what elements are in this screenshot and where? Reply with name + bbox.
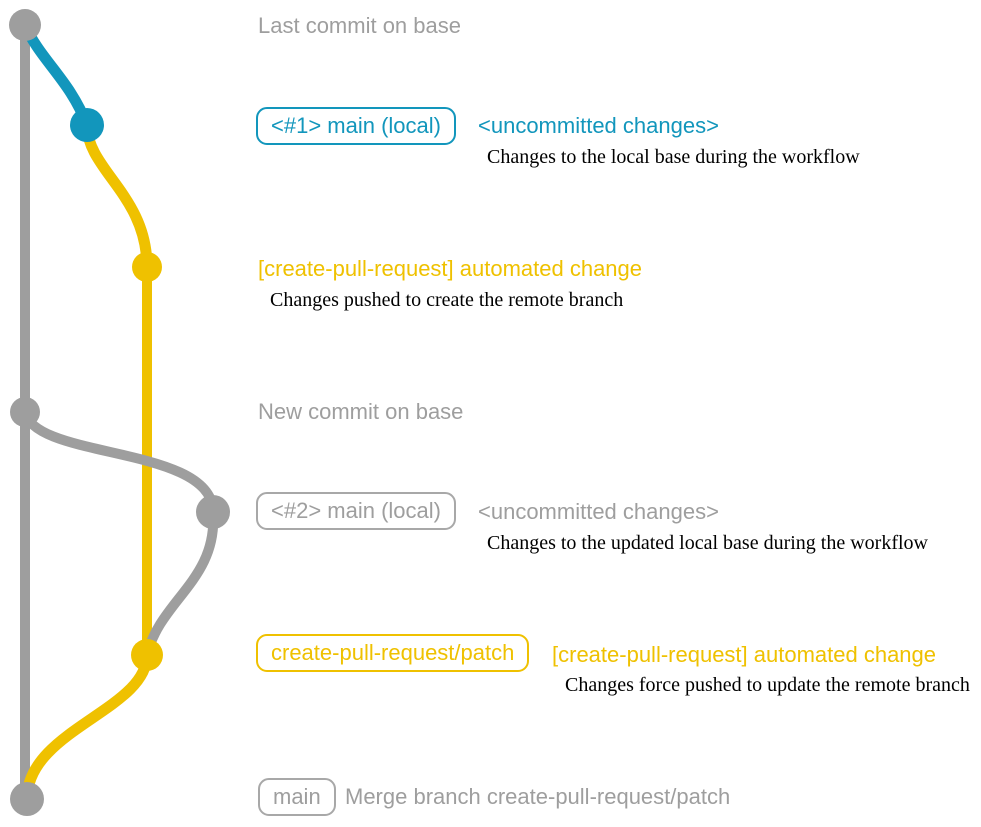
note-local-base-changes: Changes to the local base during the wor… xyxy=(487,146,860,168)
remote-branch-curve-1 xyxy=(81,124,153,268)
commit-dot-remote-1 xyxy=(132,252,162,282)
branch-badge-create-pull-request-patch: create-pull-request/patch xyxy=(256,634,530,672)
local-rebase-curve xyxy=(142,511,219,657)
branch-badge-main-wrap: main xyxy=(258,778,336,816)
remote-merge-curve xyxy=(21,654,153,800)
status-uncommitted-changes-2: <uncommitted changes> xyxy=(478,499,719,524)
branch-badge-main-local-2-wrap: <#2> main (local) xyxy=(256,492,456,530)
commit-dot-remote-2 xyxy=(131,639,163,671)
branch-badge-create-pull-request-patch-wrap: create-pull-request/patch xyxy=(256,634,530,672)
commit-message-automated-change-2: [create-pull-request] automated change xyxy=(552,642,937,667)
commit-dot-local-1 xyxy=(70,108,104,142)
annotation-new-commit-on-base: New commit on base xyxy=(258,399,464,424)
status-uncommitted-changes-1: <uncommitted changes> xyxy=(478,113,719,138)
branch-badge-main-local-2: <#2> main (local) xyxy=(256,492,456,530)
commit-dot-base-tip xyxy=(9,9,41,41)
local-branch-curve-1 xyxy=(19,22,93,127)
note-updated-local-base-changes: Changes to the updated local base during… xyxy=(487,532,928,554)
branch-badge-main: main xyxy=(258,778,336,816)
commit-message-automated-change-1: [create-pull-request] automated change xyxy=(258,256,643,281)
branch-badge-main-local-1: <#1> main (local) xyxy=(256,107,456,145)
local-branch-curve-2 xyxy=(20,410,218,513)
annotation-last-commit-on-base: Last commit on base xyxy=(258,13,461,38)
commit-dot-local-2 xyxy=(196,495,230,529)
branch-badge-main-local-1-wrap: <#1> main (local) xyxy=(256,107,456,145)
note-changes-force-pushed: Changes force pushed to update the remot… xyxy=(565,674,970,696)
note-changes-pushed: Changes pushed to create the remote bran… xyxy=(270,289,624,311)
commit-dot-merge xyxy=(10,782,44,816)
commit-message-merge-branch: Merge branch create-pull-request/patch xyxy=(345,784,731,809)
commit-dot-base-new xyxy=(10,397,40,427)
